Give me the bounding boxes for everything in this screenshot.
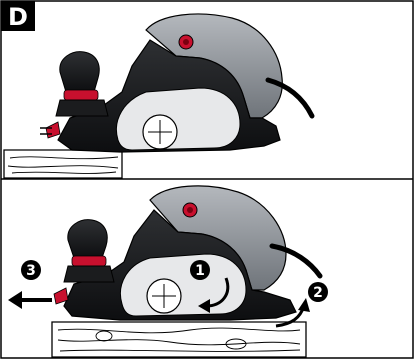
- step-label-badge: D: [1, 1, 35, 31]
- callout-3: 3: [21, 260, 41, 280]
- callout-1: 1: [190, 260, 210, 280]
- top-workpiece-board: [4, 150, 122, 178]
- callout-2-label: 2: [313, 285, 323, 301]
- callout-1-label: 1: [195, 263, 205, 279]
- callout-2: 2: [308, 282, 328, 302]
- step-label: D: [8, 3, 28, 31]
- callout-3-label: 3: [26, 263, 36, 279]
- bottom-workpiece-board: [52, 322, 306, 357]
